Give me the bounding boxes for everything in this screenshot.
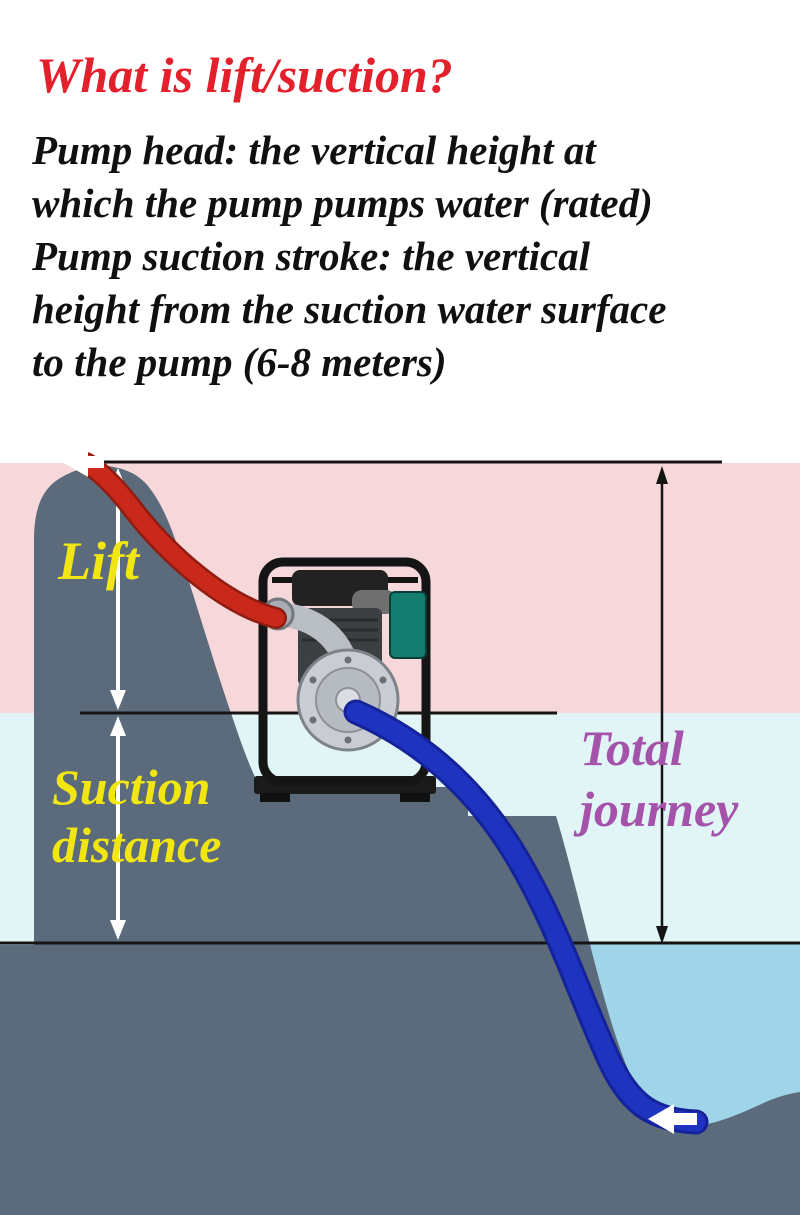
suction-distance-label-line-2: distance: [52, 817, 222, 873]
discharge-hose-red: [75, 452, 287, 629]
suction-hose-blue: [343, 699, 709, 1135]
lift-label: Lift: [58, 531, 139, 591]
total-journey-label-line-1: Total: [580, 720, 684, 776]
suction-arrow-icon: [110, 716, 126, 940]
definition-line-5: to the pump (6-8 meters): [32, 338, 447, 385]
total-journey-label: Total journey: [580, 718, 738, 840]
flow-arrow-icon-suction: [648, 1104, 697, 1134]
definition-line-2: which the pump pumps water (rated): [32, 179, 653, 226]
definition-line-3: Pump suction stroke: the vertical: [32, 232, 591, 279]
suction-distance-label: Suction distance: [52, 758, 221, 874]
flow-arrow-icon-discharge: [62, 447, 104, 477]
definition-text: Pump head: the vertical height at which …: [32, 124, 792, 388]
total-journey-label-line-2: journey: [580, 781, 739, 837]
definition-line-4: height from the suction water surface: [32, 285, 667, 332]
pump-image: [254, 557, 436, 802]
total-journey-arrow-icon: [656, 466, 668, 944]
suction-distance-label-line-1: Suction: [52, 759, 211, 815]
definition-line-1: Pump head: the vertical height at: [32, 127, 596, 173]
page-title: What is lift/suction?: [36, 47, 453, 103]
